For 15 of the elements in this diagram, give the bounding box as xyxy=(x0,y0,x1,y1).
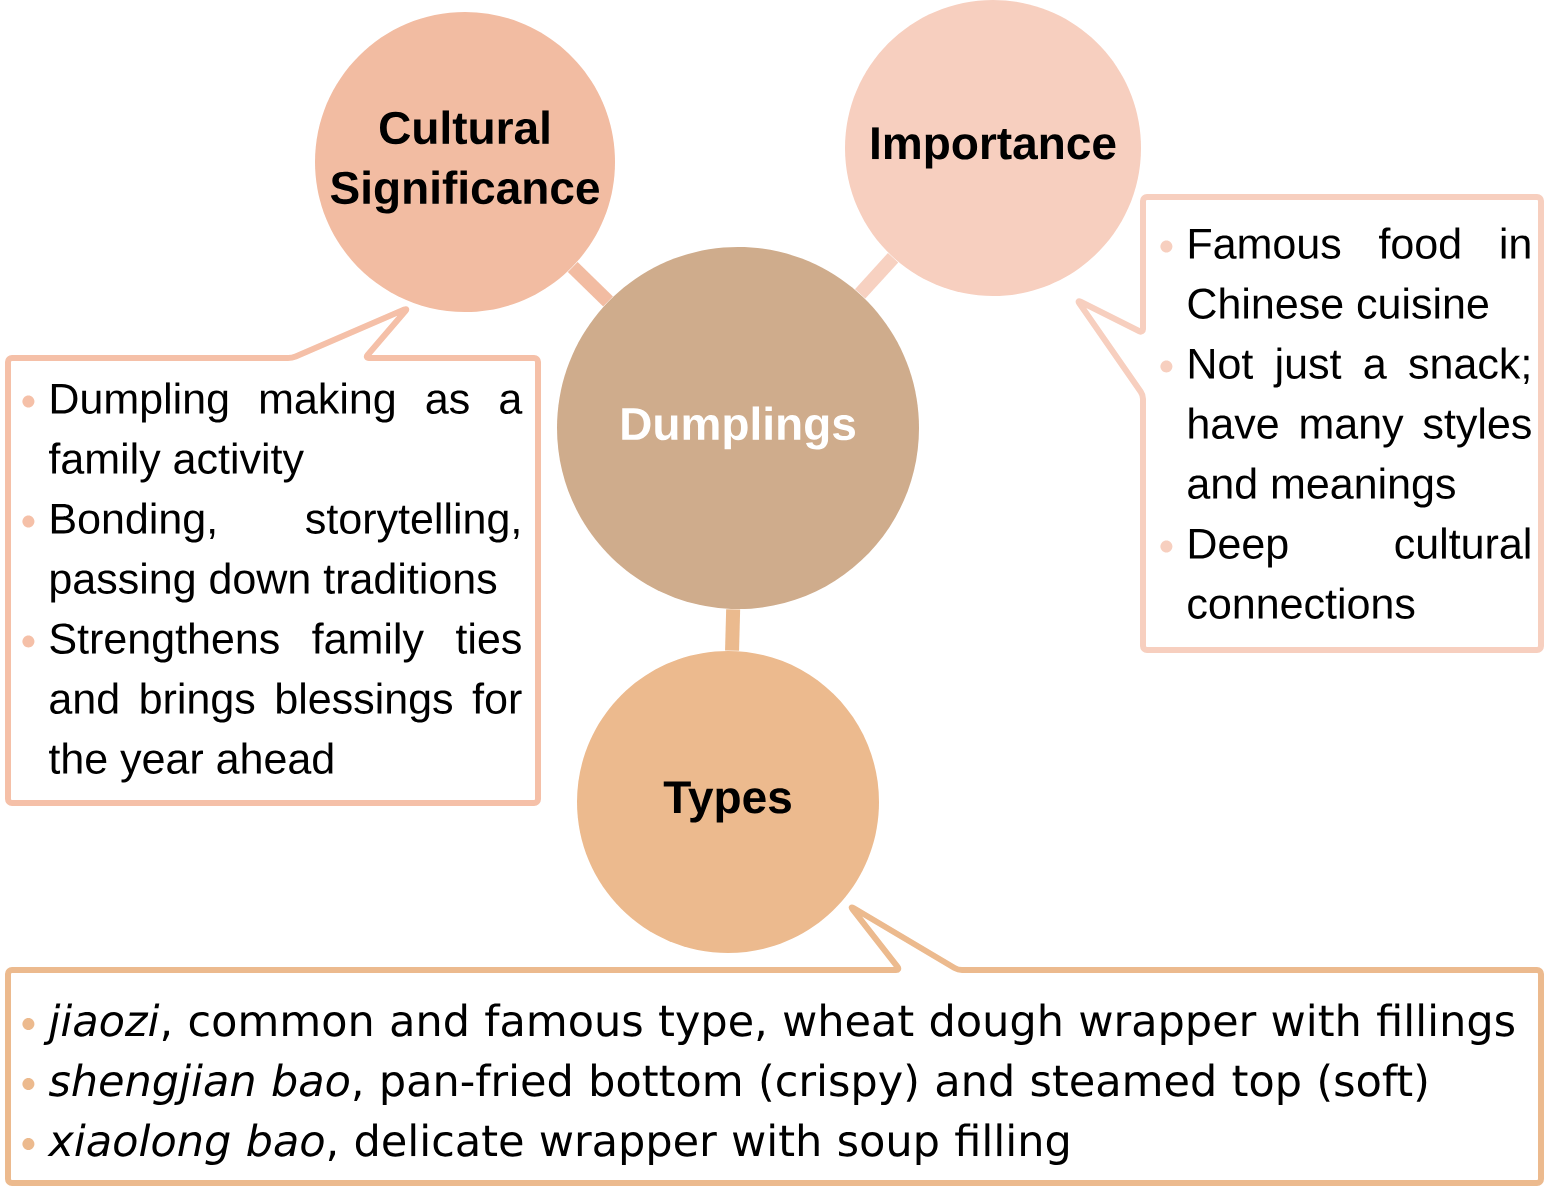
bullet-text: Famous food in Chinese cuisine xyxy=(1188,227,1530,319)
bullet-text: shengjian bao, pan-fried bottom (crispy) and steamed top (soft) xyxy=(48,1063,1427,1105)
bullet-text: xiaolong bao, delicate wrapper with soup filling xyxy=(47,1123,1068,1165)
connector-line xyxy=(854,253,899,299)
bullet-text: Dumpling making as a family activity xyxy=(49,382,523,483)
bullet-text: Not just a snack; have many styles and meanings xyxy=(1188,347,1531,508)
bullet-text: Strengthens family ties and brings blessings for the year ahead xyxy=(49,622,522,783)
bullet-text: jiaozi, common and famous type, wheat dough wrapper with fillings xyxy=(43,1003,1514,1045)
bullet-text: Deep cultural connections xyxy=(1188,527,1530,619)
connector-line xyxy=(725,609,741,651)
connector-line xyxy=(567,261,613,307)
callout-box xyxy=(1075,194,1544,653)
callout-box xyxy=(5,904,1544,1186)
callout-box xyxy=(5,306,541,806)
bullet-text: Bonding, storytelling, passing down traditions xyxy=(51,502,519,603)
